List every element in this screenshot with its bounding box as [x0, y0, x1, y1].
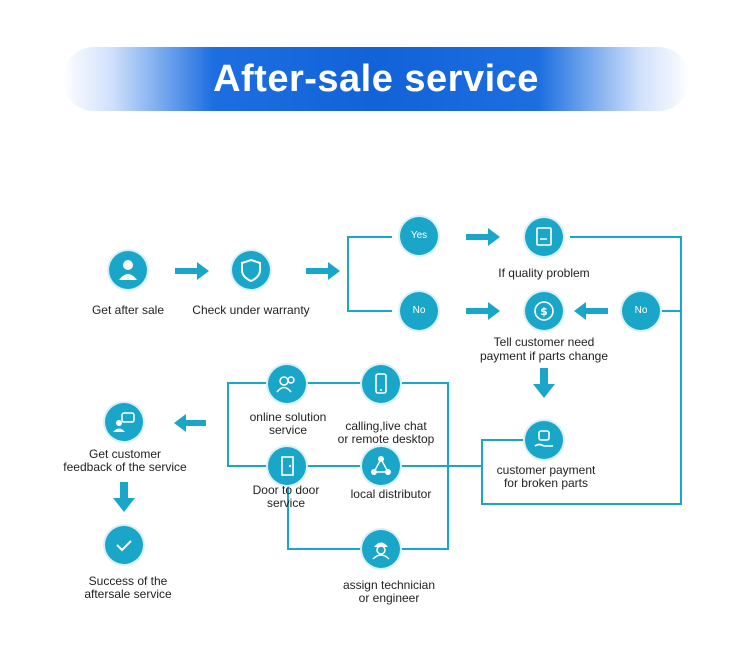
label-check-warranty: Check under warranty	[192, 303, 310, 317]
door-icon	[281, 456, 294, 476]
success-node	[105, 526, 143, 564]
title-banner	[62, 47, 690, 111]
label-success-2: aftersale service	[84, 587, 172, 601]
quality-problem-node	[525, 218, 563, 256]
label-online-2: service	[268, 423, 307, 437]
phone-icon	[375, 373, 387, 394]
label-customer-payment-1: customer payment	[496, 463, 596, 477]
options-lower-box	[287, 484, 362, 550]
branch-bracket	[347, 236, 392, 312]
calling-node	[362, 365, 400, 403]
people-icon	[276, 376, 295, 393]
label-calling-1: calling,live chat	[345, 419, 427, 433]
label-calling-2: or remote desktop	[337, 432, 435, 446]
arrow-no	[466, 302, 500, 320]
customer-payment-node	[525, 421, 563, 459]
page-title: After-sale service	[213, 58, 539, 100]
person-icon	[119, 260, 137, 280]
online-solution-node	[268, 365, 306, 403]
label-tell-customer-2: payment if parts change	[479, 349, 609, 363]
assign-technician-node	[362, 530, 400, 568]
arrow-down-1	[533, 368, 555, 398]
label-assign-2: or engineer	[358, 591, 420, 605]
chat-icon	[113, 412, 135, 432]
decision-no: No	[400, 292, 438, 330]
network-icon	[371, 456, 391, 475]
engineer-icon	[372, 542, 390, 560]
door-node	[268, 447, 306, 485]
arrow-1	[175, 262, 209, 280]
payment-icon	[534, 430, 553, 447]
svg-text:$: $	[540, 305, 548, 318]
arrow-feedback	[174, 414, 206, 432]
label-local-distributor: local distributor	[350, 487, 432, 501]
local-distributor-node	[362, 447, 400, 485]
right-bottom-loop	[481, 311, 682, 505]
arrow-yes	[466, 228, 500, 246]
label-quality-problem: If quality problem	[498, 266, 590, 280]
label-assign-1: assign technician	[342, 578, 436, 592]
dollar-icon: $	[534, 301, 554, 321]
label-tell-customer-1: Tell customer need	[493, 335, 595, 349]
feedback-node	[105, 403, 143, 441]
arrow-2	[306, 262, 340, 280]
label-online-1: online solution	[249, 410, 327, 424]
document-icon	[536, 227, 552, 246]
label-door-2: service	[266, 496, 305, 510]
label-feedback-1: Get customer	[88, 447, 162, 461]
check-icon	[116, 540, 132, 552]
label-get-after-sale: Get after sale	[91, 303, 165, 317]
shield-icon	[241, 258, 261, 283]
tell-customer-node: $	[525, 292, 563, 330]
label-customer-payment-2: for broken parts	[503, 476, 589, 490]
decision-no-right: No	[622, 292, 660, 330]
get-after-sale-node	[109, 251, 147, 289]
right-loop	[570, 236, 682, 312]
arrow-from-no	[574, 302, 608, 320]
check-warranty-node	[232, 251, 270, 289]
arrow-down-2	[113, 482, 135, 512]
label-success-1: Success of the	[88, 574, 168, 588]
label-feedback-2: feedback of the service	[63, 460, 187, 474]
label-door-1: Door to door	[252, 483, 320, 497]
options-upper-box	[227, 382, 268, 467]
decision-yes: Yes	[400, 217, 438, 255]
